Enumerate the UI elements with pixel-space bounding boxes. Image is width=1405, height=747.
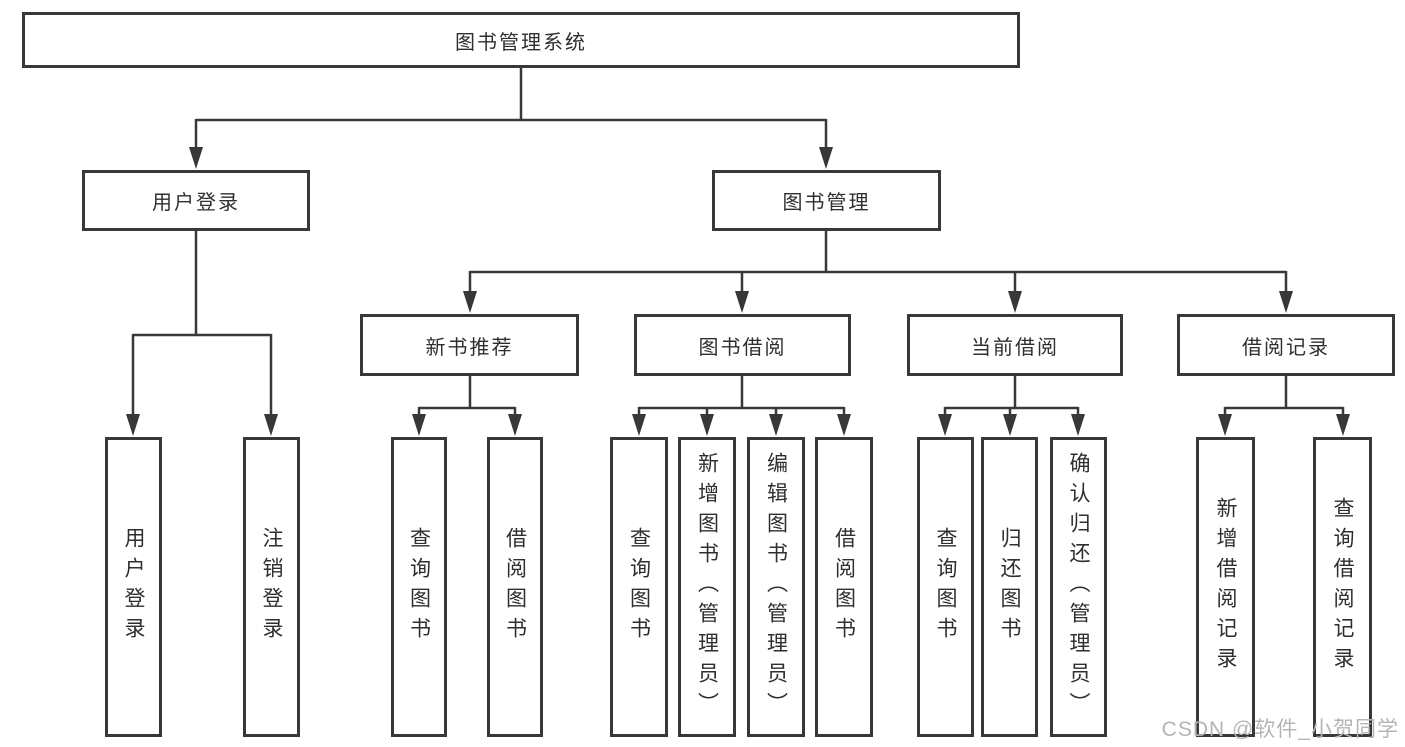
node-leaf-borrow-books-recommend: 借阅图书: [487, 437, 543, 737]
arrowhead: [769, 414, 783, 436]
arrowhead: [126, 414, 140, 436]
node-label: 用户登录: [152, 192, 240, 214]
arrowhead: [1003, 414, 1017, 436]
connector-userlogin-to-leaves: [131, 231, 273, 419]
node-new-book-recommend: 新书推荐: [360, 314, 579, 376]
node-label: 用户登录: [122, 527, 145, 647]
node-user-login: 用户登录: [82, 170, 310, 231]
connector-bookmgmt-to-level3: [468, 231, 1288, 296]
node-label: 确认归还（管理员）: [1067, 452, 1090, 722]
node-leaf-query-borrow-record: 查询借阅记录: [1313, 437, 1372, 737]
arrowhead: [508, 414, 522, 436]
connector-currentborrow-to-leaves: [943, 376, 1080, 419]
node-label: 图书管理: [782, 192, 871, 214]
node-label: 图书管理系统: [455, 31, 587, 54]
connector-newbook-to-leaves: [417, 376, 517, 419]
node-label: 新书推荐: [425, 336, 514, 359]
arrowhead: [1336, 414, 1350, 436]
arrowhead: [837, 414, 851, 436]
arrowhead: [938, 414, 952, 436]
node-label: 借阅图书: [503, 527, 527, 647]
arrowhead: [412, 414, 426, 436]
arrowhead: [463, 291, 477, 313]
node-leaf-query-books-borrow: 查询图书: [610, 437, 668, 737]
node-book-management: 图书管理: [712, 170, 941, 231]
node-leaf-add-books-admin: 新增图书（管理员）: [678, 437, 736, 737]
arrowhead: [189, 147, 203, 169]
node-leaf-query-books-recommend: 查询图书: [391, 437, 447, 737]
node-label: 借阅记录: [1242, 336, 1330, 359]
node-book-borrow: 图书借阅: [634, 314, 851, 376]
node-label: 注销登录: [260, 527, 283, 647]
node-leaf-return-books: 归还图书: [981, 437, 1038, 737]
arrowhead: [700, 414, 714, 436]
node-leaf-query-books-current: 查询图书: [917, 437, 974, 737]
node-leaf-edit-books-admin: 编辑图书（管理员）: [747, 437, 805, 737]
node-label: 归还图书: [998, 527, 1021, 647]
node-label: 当前借阅: [971, 336, 1059, 359]
node-label: 查询借阅记录: [1331, 497, 1354, 677]
arrowhead: [1279, 291, 1293, 313]
node-label: 查询图书: [934, 527, 957, 647]
node-label: 查询图书: [407, 527, 431, 647]
arrowhead: [819, 147, 833, 169]
connector-root-to-level2: [194, 66, 828, 152]
arrowhead: [1071, 414, 1085, 436]
node-label: 编辑图书（管理员）: [764, 452, 788, 722]
connector-records-to-leaves: [1223, 376, 1345, 419]
node-leaf-add-borrow-record: 新增借阅记录: [1196, 437, 1255, 737]
node-label: 借阅图书: [832, 527, 856, 647]
connector-bookborrow-to-leaves: [637, 376, 846, 419]
arrowhead: [632, 414, 646, 436]
arrowhead: [1008, 291, 1022, 313]
node-leaf-logout-login: 注销登录: [243, 437, 300, 737]
node-root-library-system: 图书管理系统: [22, 12, 1020, 68]
arrowhead: [1218, 414, 1232, 436]
node-current-borrow: 当前借阅: [907, 314, 1123, 376]
node-borrow-records: 借阅记录: [1177, 314, 1395, 376]
arrowhead: [735, 291, 749, 313]
arrowhead: [264, 414, 278, 436]
node-leaf-user-login: 用户登录: [105, 437, 162, 737]
csdn-watermark: CSDN @软件_小贺同学: [1161, 718, 1399, 741]
node-leaf-borrow-books: 借阅图书: [815, 437, 873, 737]
node-label: 新增借阅记录: [1214, 497, 1237, 677]
node-label: 图书借阅: [698, 336, 787, 359]
node-leaf-confirm-return-admin: 确认归还（管理员）: [1050, 437, 1107, 737]
node-label: 新增图书（管理员）: [695, 452, 719, 722]
node-label: 查询图书: [627, 527, 651, 647]
